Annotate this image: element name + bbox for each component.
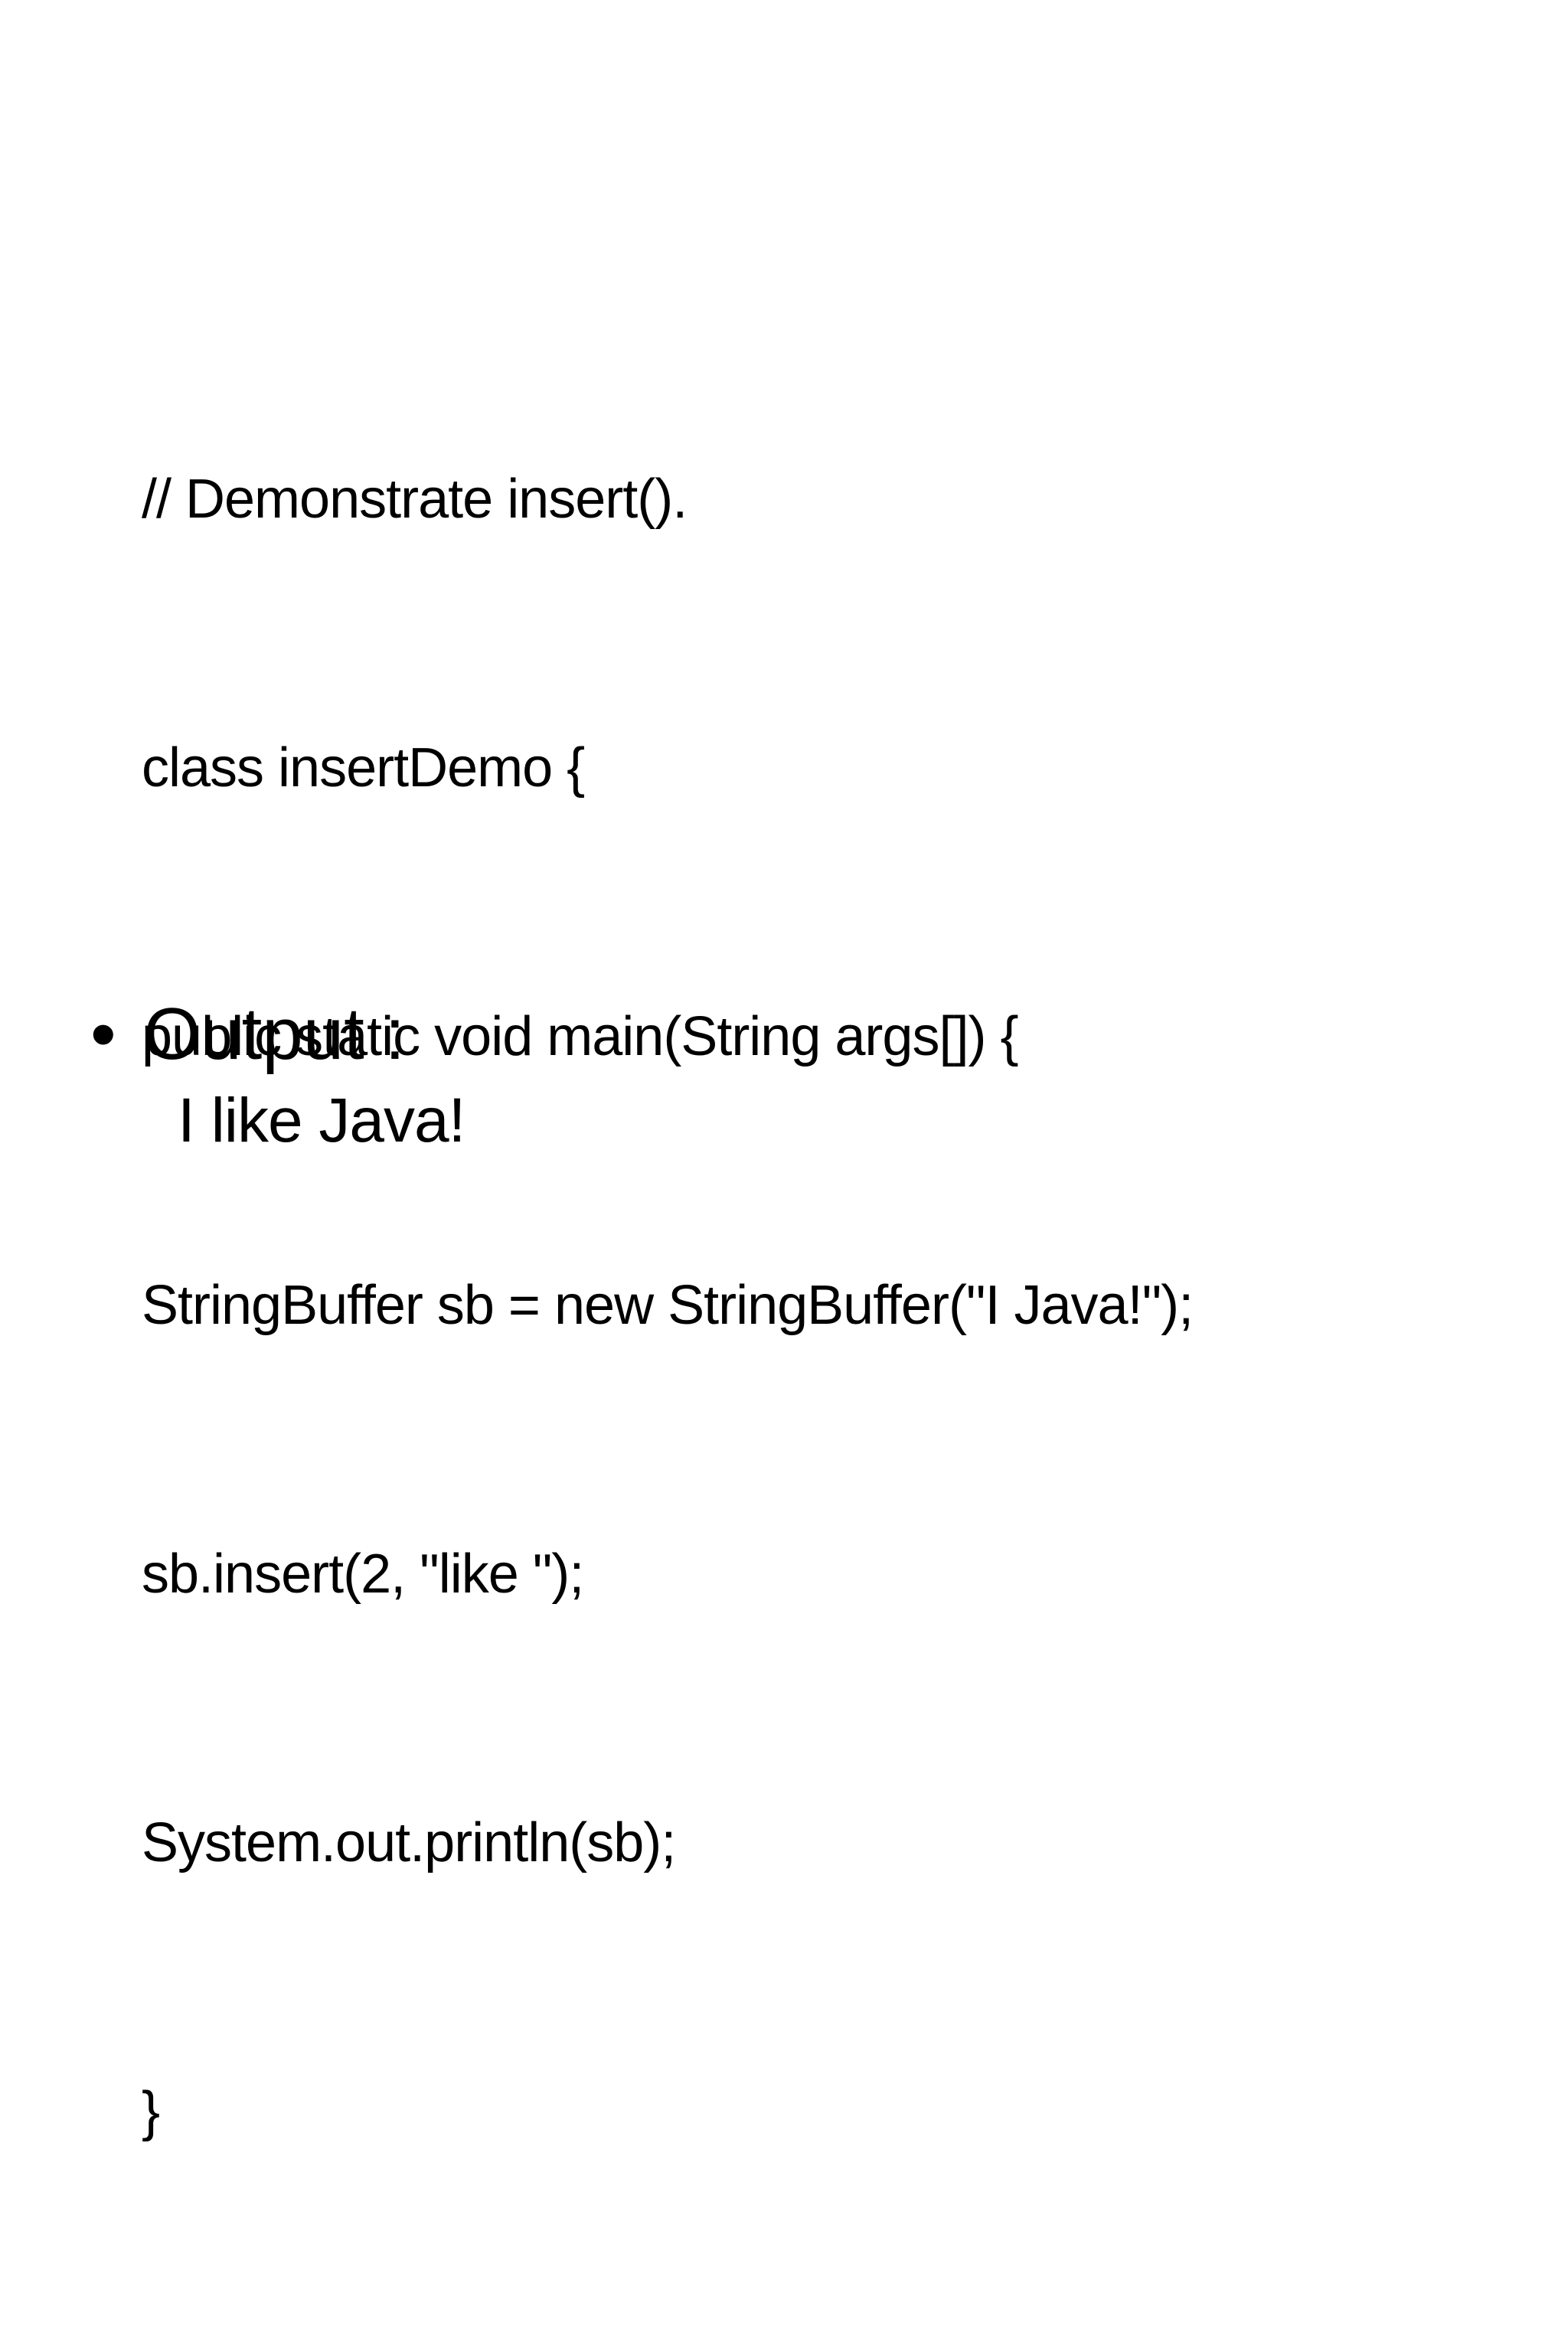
code-line: StringBuffer sb = new StringBuffer("I Ja…	[142, 1275, 1194, 1336]
code-line: sb.insert(2, "like ");	[142, 1544, 584, 1605]
code-line: class insertDemo {	[142, 737, 585, 799]
code-line: }	[142, 2336, 1193, 2352]
output-result-text: I like Java!	[178, 1086, 466, 1155]
output-label: Output :	[143, 993, 406, 1075]
slide-canvas: // Demonstrate insert(). class insertDem…	[90, 469, 1194, 2352]
code-block: // Demonstrate insert(). class insertDem…	[142, 276, 1194, 2352]
code-line: System.out.println(sb);	[142, 1812, 676, 1873]
code-line: // Demonstrate insert().	[142, 469, 688, 530]
code-line: }	[142, 2081, 160, 2142]
bullet-icon: •	[90, 993, 116, 1075]
code-line: public static void main(String args[]) {	[142, 1006, 1018, 1067]
output-bullet-row: • Output :	[90, 992, 405, 1076]
